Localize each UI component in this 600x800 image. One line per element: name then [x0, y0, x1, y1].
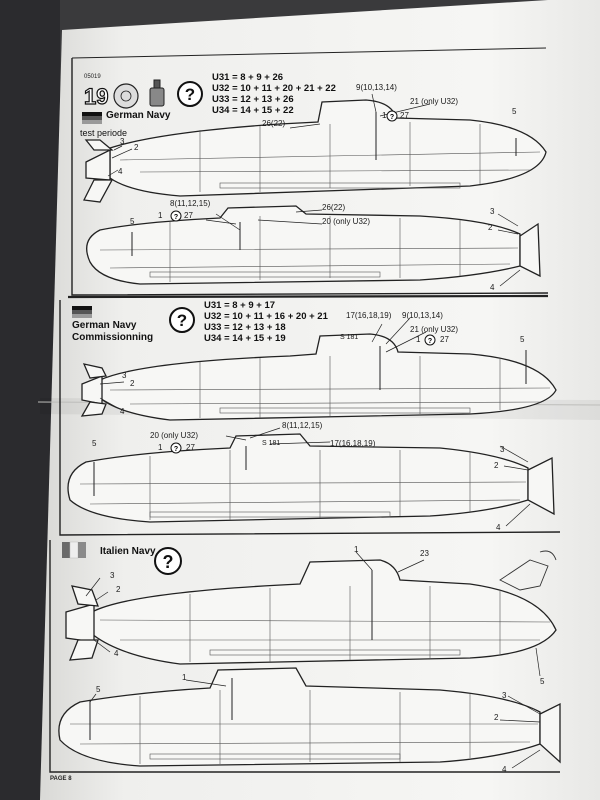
formula-line: U31 = 8 + 9 + 26 — [212, 72, 284, 83]
question-mark-icon: ? — [169, 307, 195, 333]
mast-detail — [499, 550, 557, 591]
callout-label: 2 — [130, 379, 135, 388]
callout-label: 3 — [502, 691, 507, 700]
callout-label: 2 — [134, 143, 139, 152]
callout-label: 5 — [96, 685, 101, 694]
paint-tin-icon — [113, 83, 139, 109]
callout-label: 1 — [382, 111, 387, 120]
callout-label: 4 — [118, 167, 123, 176]
section-title: German Navy — [72, 320, 137, 331]
callout-label: 3 — [120, 137, 125, 146]
callout-label: 8(11,12,15) — [170, 199, 211, 208]
callout-label: 2 — [494, 713, 499, 722]
callout-label: 3 — [490, 207, 495, 216]
section-title: Italien Navy — [100, 546, 156, 557]
callout-label: 4 — [114, 649, 119, 658]
submarine-s3-top — [65, 559, 557, 665]
glue-bottle-icon — [149, 79, 165, 107]
callout-label: 2 — [488, 223, 493, 232]
german-flag-icon — [72, 306, 92, 318]
callout-label: 3 — [122, 371, 127, 380]
section-subtitle: test periode — [80, 128, 128, 138]
callout-label: 1 — [354, 545, 359, 554]
callout-label: 4 — [120, 407, 125, 416]
question-mark-icon: ? — [170, 210, 182, 222]
callout-label: 5 — [520, 335, 525, 344]
formula-line: U34 = 14 + 15 + 19 — [204, 333, 286, 344]
callout-label: 27 — [400, 111, 409, 120]
variant-formula-block: U31 = 8 + 9 + 26 U32 = 10 + 11 + 20 + 21… — [212, 72, 336, 116]
callout-label: 23 — [420, 549, 429, 558]
submarine-s1-bottom — [86, 205, 541, 285]
svg-text:?: ? — [174, 214, 178, 221]
callout-label: 1 — [182, 673, 187, 682]
section-title: German Navy — [106, 110, 171, 121]
callout-label: 4 — [490, 283, 495, 292]
italian-flag-icon — [62, 541, 86, 559]
callout-label: 1 — [158, 211, 163, 220]
callout-label: 5 — [130, 217, 135, 226]
question-mark-icon: ? — [154, 547, 182, 575]
hull-number-label: S 181 — [262, 440, 281, 447]
formula-line: U32 = 10 + 11 + 16 + 20 + 21 — [204, 311, 328, 322]
svg-text:?: ? — [163, 552, 174, 572]
callout-label: 8(11,12,15) — [282, 421, 323, 430]
svg-text:?: ? — [185, 85, 195, 104]
question-mark-icon: ? — [177, 81, 203, 107]
callout-label: 3 — [500, 445, 505, 454]
page-number: PAGE 8 — [50, 776, 72, 782]
callout-label: 3 — [110, 571, 115, 580]
callout-label: 17(16,18,19) — [330, 439, 376, 448]
callout-label: 20 (only U32) — [322, 217, 371, 226]
section-subtitle: Commissionning — [72, 332, 154, 343]
section-frame-german-test — [71, 47, 549, 296]
svg-text:?: ? — [177, 311, 187, 330]
svg-text:?: ? — [174, 446, 178, 453]
callout-label: 5 — [92, 439, 97, 448]
formula-line: U34 = 14 + 15 + 22 — [212, 105, 294, 116]
german-flag-icon — [82, 112, 102, 124]
section-frame-italian — [49, 540, 560, 773]
sheet-code: 05019 — [84, 74, 101, 80]
svg-text:?: ? — [428, 338, 432, 345]
callout-label: 1 — [158, 443, 163, 452]
callout-label: 26(22) — [322, 203, 346, 212]
callout-label: 26(22) — [262, 119, 286, 128]
callout-label: 1 — [416, 335, 421, 344]
callout-label: 9(10,13,14) — [402, 311, 443, 320]
section-frame-german-commissioning — [59, 300, 561, 536]
hull-number-label: S 181 — [340, 334, 359, 341]
submarine-s1-top — [83, 99, 547, 203]
question-mark-icon: ? — [170, 442, 182, 454]
callout-label: 27 — [184, 211, 193, 220]
callout-label: 27 — [186, 443, 195, 452]
formula-line: U33 = 12 + 13 + 26 — [212, 94, 294, 105]
callout-label: 5 — [540, 677, 545, 686]
callout-leaders — [85, 93, 541, 769]
formula-line: U32 = 10 + 11 + 20 + 21 + 22 — [212, 83, 336, 94]
callout-label: 17(16,18,19) — [346, 311, 392, 320]
callout-label: 21 (only U32) — [410, 325, 459, 334]
callout-label: 2 — [494, 461, 499, 470]
submarine-s3-bottom — [58, 667, 561, 767]
callout-label: 27 — [440, 335, 449, 344]
submarine-s2-bottom — [67, 433, 555, 523]
formula-line: U31 = 8 + 9 + 17 — [204, 300, 276, 311]
formula-line: U33 = 12 + 13 + 18 — [204, 322, 286, 333]
callout-label: 4 — [502, 765, 507, 774]
submarine-s2-top — [80, 333, 557, 421]
callout-label: 2 — [116, 585, 121, 594]
callout-label: 21 (only U32) — [410, 97, 459, 106]
svg-text:?: ? — [390, 114, 394, 121]
callout-label: 4 — [496, 523, 501, 532]
callout-label: 5 — [512, 107, 517, 116]
step-number: 19 — [83, 83, 109, 109]
question-mark-icon: ? — [386, 110, 398, 122]
question-mark-icon: ? — [424, 334, 436, 346]
callout-label: 20 (only U32) — [150, 431, 199, 440]
variant-formula-block: U31 = 8 + 9 + 17 U32 = 10 + 11 + 16 + 20… — [204, 300, 328, 344]
callout-label: 9(10,13,14) — [356, 83, 397, 92]
